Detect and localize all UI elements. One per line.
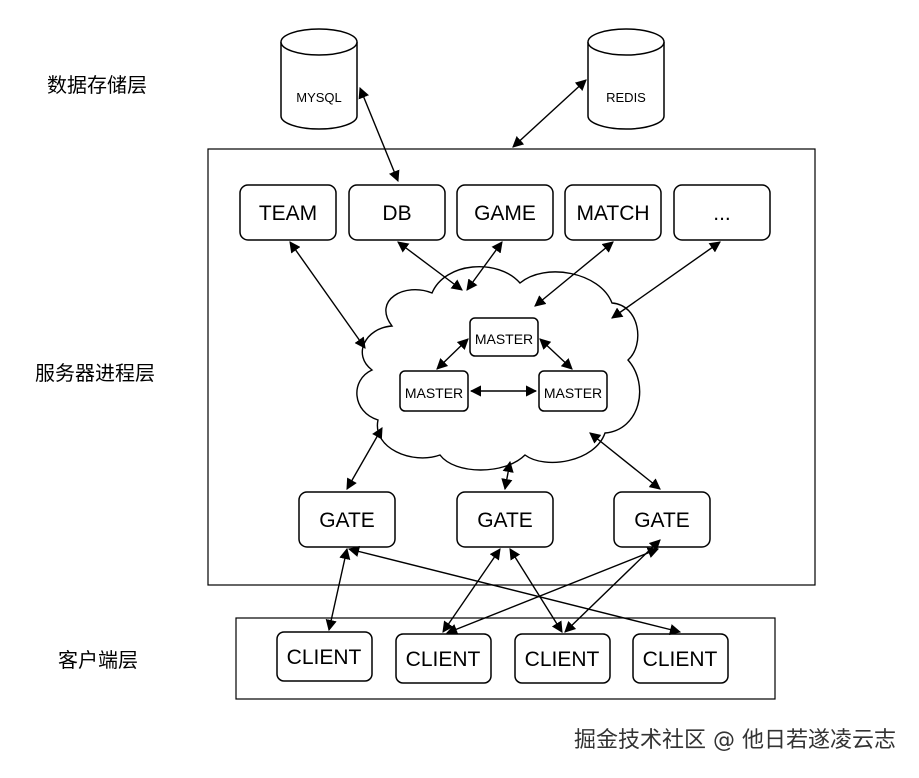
layer-label-server: 服务器进程层 bbox=[35, 361, 155, 385]
master-top-label: MASTER bbox=[475, 331, 533, 347]
arrow-game-cloud bbox=[466, 241, 503, 291]
client-3-label: CLIENT bbox=[525, 648, 600, 671]
master-right: MASTER bbox=[538, 370, 608, 412]
client-1-label: CLIENT bbox=[287, 646, 362, 669]
master-top: MASTER bbox=[469, 317, 539, 357]
master-right-label: MASTER bbox=[544, 385, 602, 401]
watermark-text: 掘金技术社区 @ 他日若遂凌云志 bbox=[574, 728, 896, 753]
arrow-cloud-gate-3 bbox=[589, 432, 661, 490]
gate-3-label: GATE bbox=[634, 509, 690, 532]
service-game: GAME bbox=[456, 184, 554, 241]
client-2-label: CLIENT bbox=[406, 648, 481, 671]
arrow-cloud-gate-2 bbox=[501, 460, 514, 491]
service-game-label: GAME bbox=[474, 202, 536, 225]
service-more-label: ... bbox=[713, 202, 731, 225]
service-team-label: TEAM bbox=[259, 202, 317, 225]
master-left-label: MASTER bbox=[405, 385, 463, 401]
arrow-db-cloud bbox=[397, 241, 463, 291]
master-left: MASTER bbox=[399, 370, 469, 412]
arrow-redis-server bbox=[512, 79, 587, 148]
layer-label-storage: 数据存储层 bbox=[47, 73, 147, 97]
client-4-label: CLIENT bbox=[643, 648, 718, 671]
redis-database-icon: REDIS bbox=[587, 28, 665, 130]
client-4: CLIENT bbox=[632, 633, 729, 684]
arrow-more-cloud bbox=[611, 241, 721, 319]
arrow-cloud-gate-1 bbox=[346, 427, 383, 490]
arrow-match-cloud bbox=[534, 241, 614, 307]
gate-2-label: GATE bbox=[477, 509, 533, 532]
arrow-gate1-client1 bbox=[325, 547, 351, 632]
gate-3: GATE bbox=[613, 491, 711, 548]
arrow-team-cloud bbox=[289, 241, 366, 349]
arrow-mysql-db bbox=[358, 86, 400, 183]
redis-label: REDIS bbox=[606, 90, 646, 105]
client-3: CLIENT bbox=[514, 633, 611, 684]
service-db: DB bbox=[348, 184, 446, 241]
gate-1: GATE bbox=[298, 491, 396, 548]
client-1: CLIENT bbox=[276, 631, 373, 682]
arrow-master-top-left bbox=[436, 338, 469, 370]
service-db-label: DB bbox=[382, 202, 411, 225]
service-more: ... bbox=[673, 184, 771, 241]
arrow-gate3-client3 bbox=[564, 539, 661, 633]
arrow-master-top-right bbox=[539, 338, 573, 370]
gate-2: GATE bbox=[456, 491, 554, 548]
service-match-label: MATCH bbox=[576, 202, 649, 225]
service-team: TEAM bbox=[239, 184, 337, 241]
gate-1-label: GATE bbox=[319, 509, 375, 532]
client-2: CLIENT bbox=[395, 633, 492, 684]
layer-label-client: 客户端层 bbox=[58, 648, 138, 672]
mysql-database-icon: MYSQL bbox=[280, 28, 358, 130]
service-match: MATCH bbox=[564, 184, 662, 241]
mysql-label: MYSQL bbox=[296, 90, 342, 105]
